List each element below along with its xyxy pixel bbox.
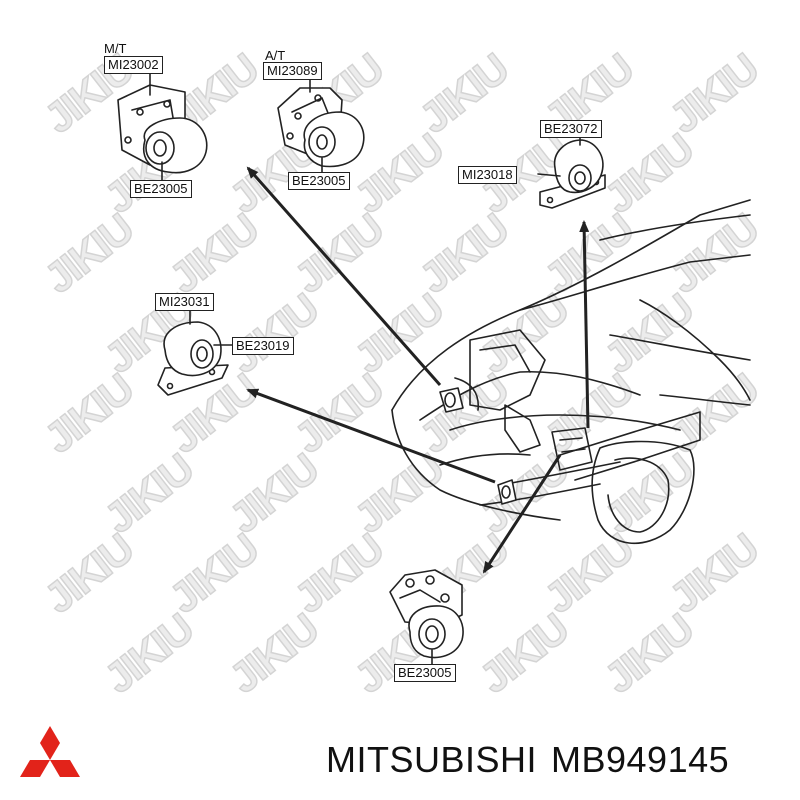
mt-header: M/T bbox=[104, 41, 127, 56]
pointer-arrows bbox=[246, 166, 590, 574]
part-number: MB949145 bbox=[551, 739, 730, 780]
at-mount-drawing bbox=[277, 87, 365, 168]
mt-mount-drawing bbox=[117, 84, 208, 174]
bottom-mount-drawing bbox=[389, 569, 464, 659]
brand-name: MITSUBISHI bbox=[326, 739, 538, 780]
footer-brand-line: MITSUBISHI MB949145 bbox=[326, 739, 743, 781]
part-label-mi23018: MI23018 bbox=[458, 166, 517, 184]
part-label-be23019: BE23019 bbox=[232, 337, 294, 355]
engine-side-mount-drawing bbox=[439, 387, 517, 505]
part-label-be23005-at: BE23005 bbox=[288, 172, 350, 190]
right-mount-drawing bbox=[539, 139, 606, 209]
part-label-mi23002: MI23002 bbox=[104, 56, 163, 74]
at-header: A/T bbox=[265, 48, 286, 63]
part-label-mi23089: MI23089 bbox=[263, 62, 322, 80]
part-label-be23072: BE23072 bbox=[540, 120, 602, 138]
part-label-be23005-bottom: BE23005 bbox=[394, 664, 456, 682]
arrow-to-top-mounts bbox=[246, 166, 442, 386]
arrow-to-left-mount bbox=[246, 388, 496, 484]
mitsubishi-logo-icon bbox=[20, 726, 80, 777]
arrow-to-bottom-mount bbox=[482, 454, 562, 574]
car-body-drawing bbox=[391, 199, 751, 544]
left-mount-drawing bbox=[157, 321, 229, 396]
arrow-to-right-mount bbox=[579, 220, 590, 429]
part-label-mi23031: MI23031 bbox=[155, 293, 214, 311]
part-label-be23005-mt: BE23005 bbox=[130, 180, 192, 198]
label-leaders bbox=[149, 71, 581, 665]
